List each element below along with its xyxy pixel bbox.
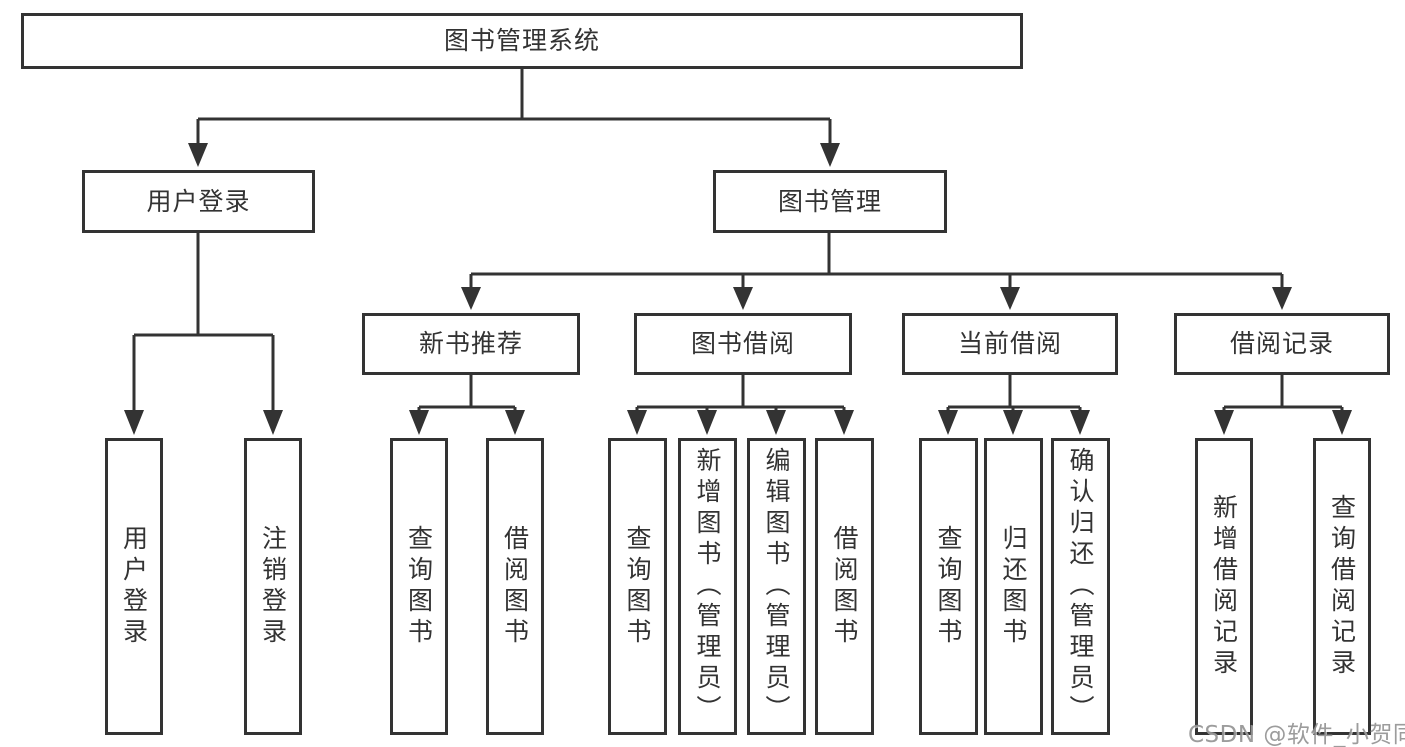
node-new-book-recommend: 新书推荐	[362, 313, 580, 375]
leaf-label: 查询图书	[934, 524, 963, 649]
leaf-label: 新增借阅记录	[1209, 493, 1239, 680]
leaf-label: 借阅图书	[500, 524, 530, 649]
leaf-return-books: 归还图书	[984, 438, 1043, 735]
leaf-label: 确认归还（管理员）	[1066, 447, 1095, 726]
leaf-borrow-books-recommend: 借阅图书	[486, 438, 544, 735]
node-label: 图书管理	[777, 186, 882, 216]
leaf-query-books-recommend: 查询图书	[390, 438, 448, 735]
leaf-confirm-return-admin: 确认归还（管理员）	[1051, 438, 1110, 735]
leaf-label: 查询借阅记录	[1327, 493, 1357, 680]
connector-root-to-level1	[188, 69, 840, 167]
leaf-query-books-current: 查询图书	[919, 438, 978, 735]
leaf-label: 注销登录	[258, 524, 288, 649]
node-label: 用户登录	[146, 186, 251, 216]
connector-current-borrow-to-leaves	[938, 375, 1090, 435]
node-book-borrow: 图书借阅	[634, 313, 852, 375]
leaf-borrow-books: 借阅图书	[815, 438, 874, 735]
leaf-add-books-admin: 新增图书（管理员）	[678, 438, 737, 735]
connector-borrow-records-to-leaves	[1214, 375, 1352, 435]
node-label: 新书推荐	[418, 329, 523, 358]
connector-user-login-to-leaves	[124, 233, 283, 435]
leaf-query-borrow-record: 查询借阅记录	[1313, 438, 1371, 735]
leaf-logout: 注销登录	[244, 438, 302, 735]
node-current-borrow: 当前借阅	[902, 313, 1118, 375]
node-user-login: 用户登录	[82, 170, 315, 233]
node-label: 借阅记录	[1229, 329, 1334, 358]
leaf-label: 查询图书	[623, 524, 652, 649]
leaf-edit-books-admin: 编辑图书（管理员）	[747, 438, 806, 735]
node-root-library-system: 图书管理系统	[21, 13, 1023, 69]
connector-book-management-to-level2	[461, 233, 1292, 310]
csdn-watermark: CSDN @软件_小贺同学	[1188, 722, 1405, 747]
node-label: 当前借阅	[957, 329, 1062, 358]
leaf-label: 借阅图书	[830, 524, 859, 649]
leaf-add-borrow-record: 新增借阅记录	[1195, 438, 1253, 735]
leaf-label: 新增图书（管理员）	[693, 447, 722, 726]
leaf-query-books-borrow: 查询图书	[608, 438, 667, 735]
connector-book-borrow-to-leaves	[627, 375, 854, 435]
node-book-management: 图书管理	[713, 170, 947, 233]
leaf-label: 用户登录	[119, 524, 149, 649]
leaf-label: 编辑图书（管理员）	[762, 447, 791, 726]
node-label: 图书借阅	[690, 329, 795, 358]
connector-new-book-recommend-to-leaves	[409, 375, 525, 435]
node-label: 图书管理系统	[443, 26, 600, 55]
leaf-label: 归还图书	[999, 524, 1028, 649]
leaf-user-login: 用户登录	[105, 438, 163, 735]
leaf-label: 查询图书	[404, 524, 434, 649]
node-borrow-records: 借阅记录	[1174, 313, 1390, 375]
